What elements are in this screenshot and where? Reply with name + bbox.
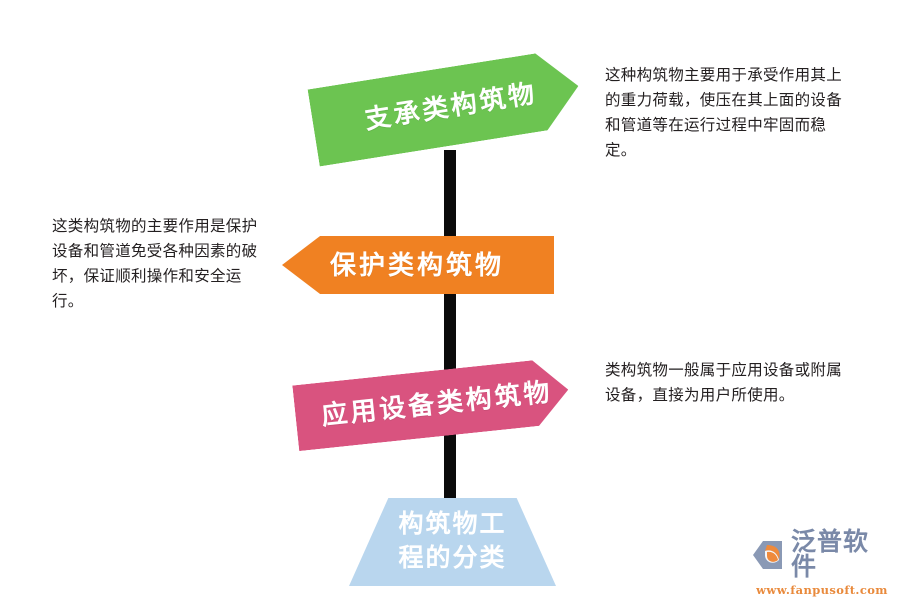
- note-support: 这种构筑物主要用于承受作用其上的重力荷载，使压在其上面的设备和管道等在运行过程中…: [605, 66, 843, 160]
- sign-equipment[interactable]: 应用设备类构筑物: [292, 357, 571, 451]
- fanpu-hexagon-swoosh-icon: [753, 540, 782, 569]
- sign-equipment-label: 应用设备类构筑物: [320, 376, 554, 431]
- sign-support-label: 支承类构筑物: [362, 77, 540, 135]
- logo-wordmark: 泛普软件: [791, 527, 870, 581]
- base-title-line-1: 构筑物工: [398, 510, 507, 539]
- diagram-base-title: 构筑物工 程的分类: [349, 498, 556, 586]
- note-equipment: 类构筑物一般属于应用设备或附属设备，直接为用户所使用。: [605, 361, 843, 405]
- signpost-pole: [444, 150, 456, 515]
- sign-protection[interactable]: 保护类构筑物: [282, 236, 554, 294]
- sign-support[interactable]: 支承类构筑物: [308, 48, 585, 167]
- logo-url: www.fanpusoft.com: [756, 582, 888, 597]
- sign-protection-label: 保护类构筑物: [330, 250, 505, 280]
- logo-row: 泛普软件: [752, 527, 892, 581]
- note-protection: 这类构筑物的主要作用是保护设备和管道免受各种因素的破坏，保证顺利操作和安全运行。: [52, 217, 258, 311]
- fanpu-logo[interactable]: 泛普软件 www.fanpusoft.com: [752, 529, 892, 597]
- base-title-line-2: 程的分类: [398, 544, 507, 572]
